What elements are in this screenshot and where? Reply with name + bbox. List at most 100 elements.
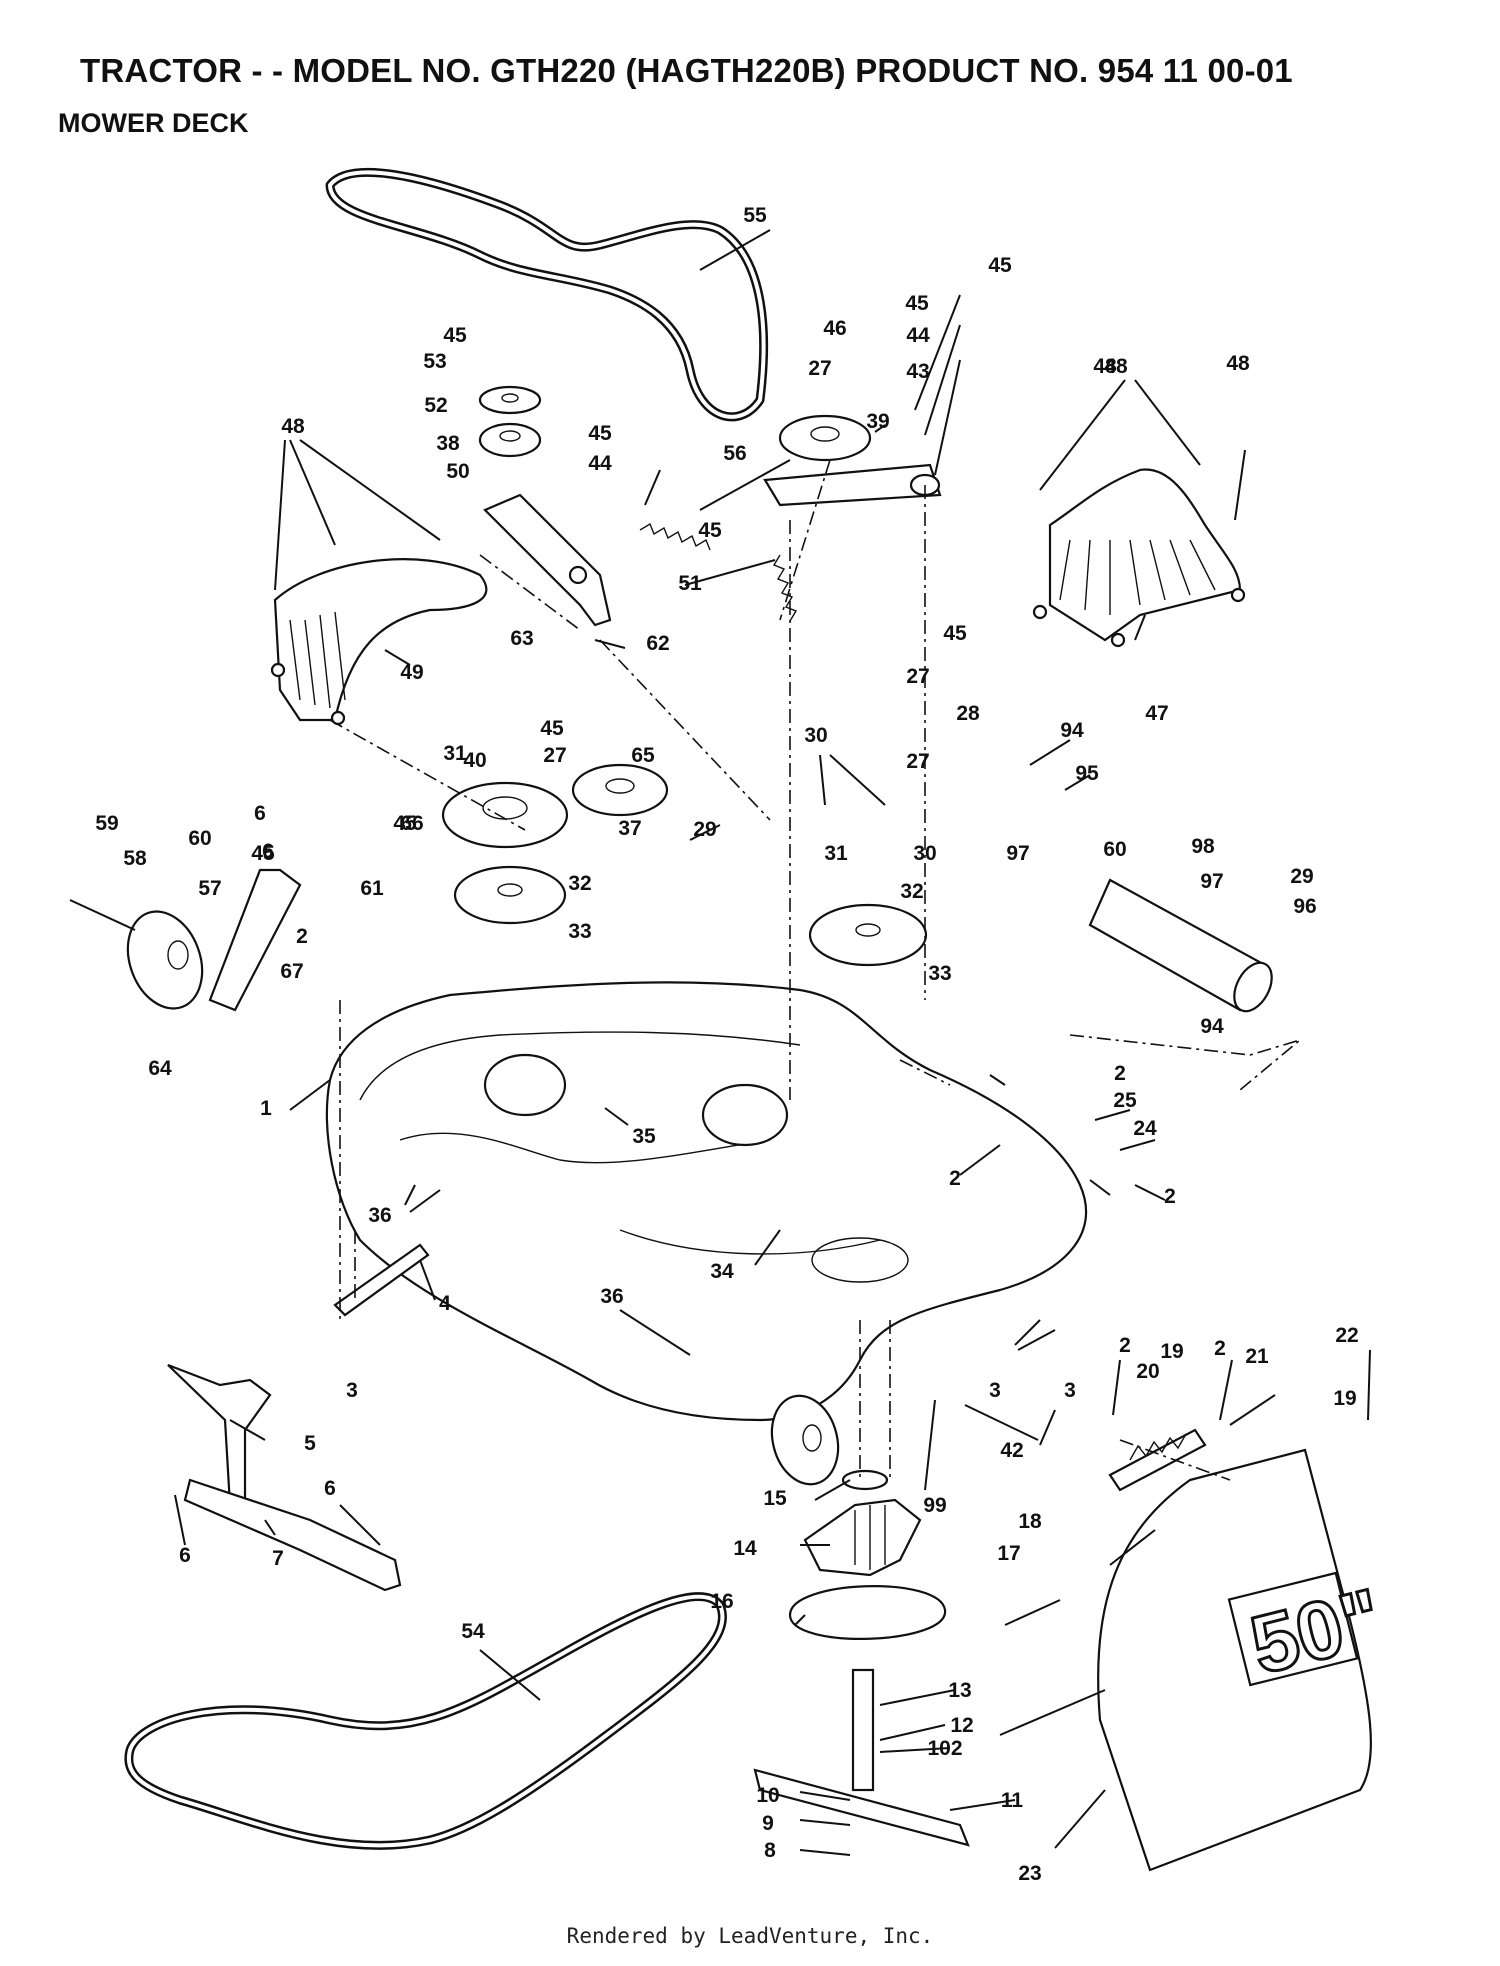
gauge-wheel-left [69, 868, 302, 1012]
part-callout-97: 97 [1006, 842, 1029, 865]
part-callout-6: 6 [179, 1544, 191, 1567]
idler-pulley-39 [778, 414, 872, 462]
section-title: MOWER DECK [58, 108, 249, 138]
part-callout-47: 47 [1145, 702, 1168, 725]
part-callout-15: 15 [763, 1487, 787, 1510]
part-callout-3: 3 [989, 1379, 1001, 1402]
part-callout-13: 13 [948, 1679, 971, 1702]
part-callout-53: 53 [423, 350, 446, 373]
part-callout-24: 24 [1133, 1117, 1157, 1140]
part-callout-51: 51 [678, 572, 702, 595]
spring-upper [639, 522, 711, 551]
part-callout-64: 64 [148, 1057, 172, 1080]
part-callout-2: 2 [949, 1167, 961, 1190]
support-bracket-4 [333, 1243, 430, 1317]
part-callout-39: 39 [866, 410, 889, 433]
part-callout-2: 2 [296, 925, 308, 948]
part-callout-44: 44 [588, 452, 612, 475]
part-callout-19: 19 [1333, 1387, 1356, 1410]
part-callout-34: 34 [710, 1260, 734, 1283]
part-callout-18: 18 [1018, 1510, 1042, 1533]
part-callout-48: 48 [1226, 352, 1250, 375]
part-callout-8: 8 [764, 1839, 776, 1862]
right-belt-guard [1032, 468, 1246, 648]
part-callout-98: 98 [1191, 835, 1215, 858]
part-callout-33: 33 [928, 962, 951, 985]
part-callout-17: 17 [997, 1542, 1020, 1565]
part-callout-30: 30 [913, 842, 936, 865]
part-callout-32: 32 [900, 880, 923, 903]
part-callout-102: 102 [927, 1737, 962, 1760]
anti-scalp-roller [1088, 878, 1273, 1013]
part-callout-38: 38 [436, 432, 460, 455]
part-callout-45: 45 [698, 519, 722, 542]
bracket-5 [167, 1363, 272, 1507]
discharge-chute [999, 1448, 1372, 1872]
part-callout-1: 1 [260, 1097, 272, 1120]
part-callout-14: 14 [733, 1537, 757, 1560]
part-callout-42: 42 [1000, 1439, 1023, 1462]
part-callout-61: 61 [360, 877, 384, 900]
part-callout-52: 52 [424, 394, 447, 417]
part-callout-45: 45 [943, 622, 967, 645]
part-callout-2: 2 [1119, 1334, 1131, 1357]
belt-upper [325, 167, 769, 422]
part-callout-5: 5 [304, 1432, 316, 1455]
part-callout-40: 40 [463, 749, 486, 772]
part-callout-56: 56 [723, 442, 746, 465]
gauge-wheel-front [770, 1394, 840, 1486]
part-callout-60: 60 [1103, 838, 1126, 861]
leader-lines [174, 229, 1371, 1856]
part-callout-30: 30 [804, 724, 827, 747]
part-callout-6: 6 [324, 1477, 336, 1500]
spring-middle [772, 554, 798, 622]
mower-deck [325, 981, 1088, 1422]
part-callout-49: 49 [400, 661, 423, 684]
part-callout-55: 55 [743, 204, 767, 227]
part-callout-57: 57 [198, 877, 221, 900]
part-callout-48: 48 [1093, 355, 1117, 378]
idler-bracket-left [483, 493, 612, 627]
part-callout-58: 58 [123, 847, 147, 870]
pulley-32-left [453, 865, 567, 925]
part-callout-9: 9 [762, 1812, 774, 1835]
part-callout-7: 7 [272, 1547, 284, 1570]
part-callout-62: 62 [646, 632, 669, 655]
part-callout-27: 27 [808, 357, 831, 380]
part-callout-11: 11 [1001, 1789, 1024, 1812]
part-callout-3: 3 [346, 1379, 358, 1402]
part-callout-94: 94 [1060, 719, 1084, 742]
part-callout-97: 97 [1200, 870, 1223, 893]
part-callout-6: 6 [262, 840, 274, 863]
part-callout-99: 99 [923, 1494, 946, 1517]
spindle-assembly [788, 1469, 947, 1792]
part-callout-65: 65 [631, 744, 655, 767]
part-callout-2: 2 [1114, 1062, 1126, 1085]
part-callout-27: 27 [543, 744, 566, 767]
part-callout-6: 6 [254, 802, 266, 825]
pulley-32-right [808, 903, 928, 967]
part-callout-31: 31 [443, 742, 467, 765]
belt-lower [124, 1592, 727, 1850]
part-callout-2: 2 [1164, 1185, 1176, 1208]
part-callout-16: 16 [710, 1590, 733, 1613]
part-callout-46: 46 [823, 317, 846, 340]
part-callout-45: 45 [393, 812, 417, 835]
part-callout-29: 29 [693, 818, 716, 841]
part-callout-45: 45 [443, 324, 467, 347]
part-callout-60: 60 [188, 827, 211, 850]
part-callout-31: 31 [824, 842, 848, 865]
part-callout-35: 35 [632, 1125, 656, 1148]
part-callout-36: 36 [600, 1285, 623, 1308]
part-callout-67: 67 [280, 960, 303, 983]
left-belt-guard [270, 558, 488, 726]
part-callout-50: 50 [446, 460, 469, 483]
part-callout-48: 48 [1104, 355, 1128, 378]
part-callout-54: 54 [461, 1620, 485, 1643]
part-callout-59: 59 [95, 812, 118, 835]
part-callout-36: 36 [368, 1204, 391, 1227]
part-callout-45: 45 [988, 254, 1012, 277]
pulley-small-53 [478, 385, 542, 415]
